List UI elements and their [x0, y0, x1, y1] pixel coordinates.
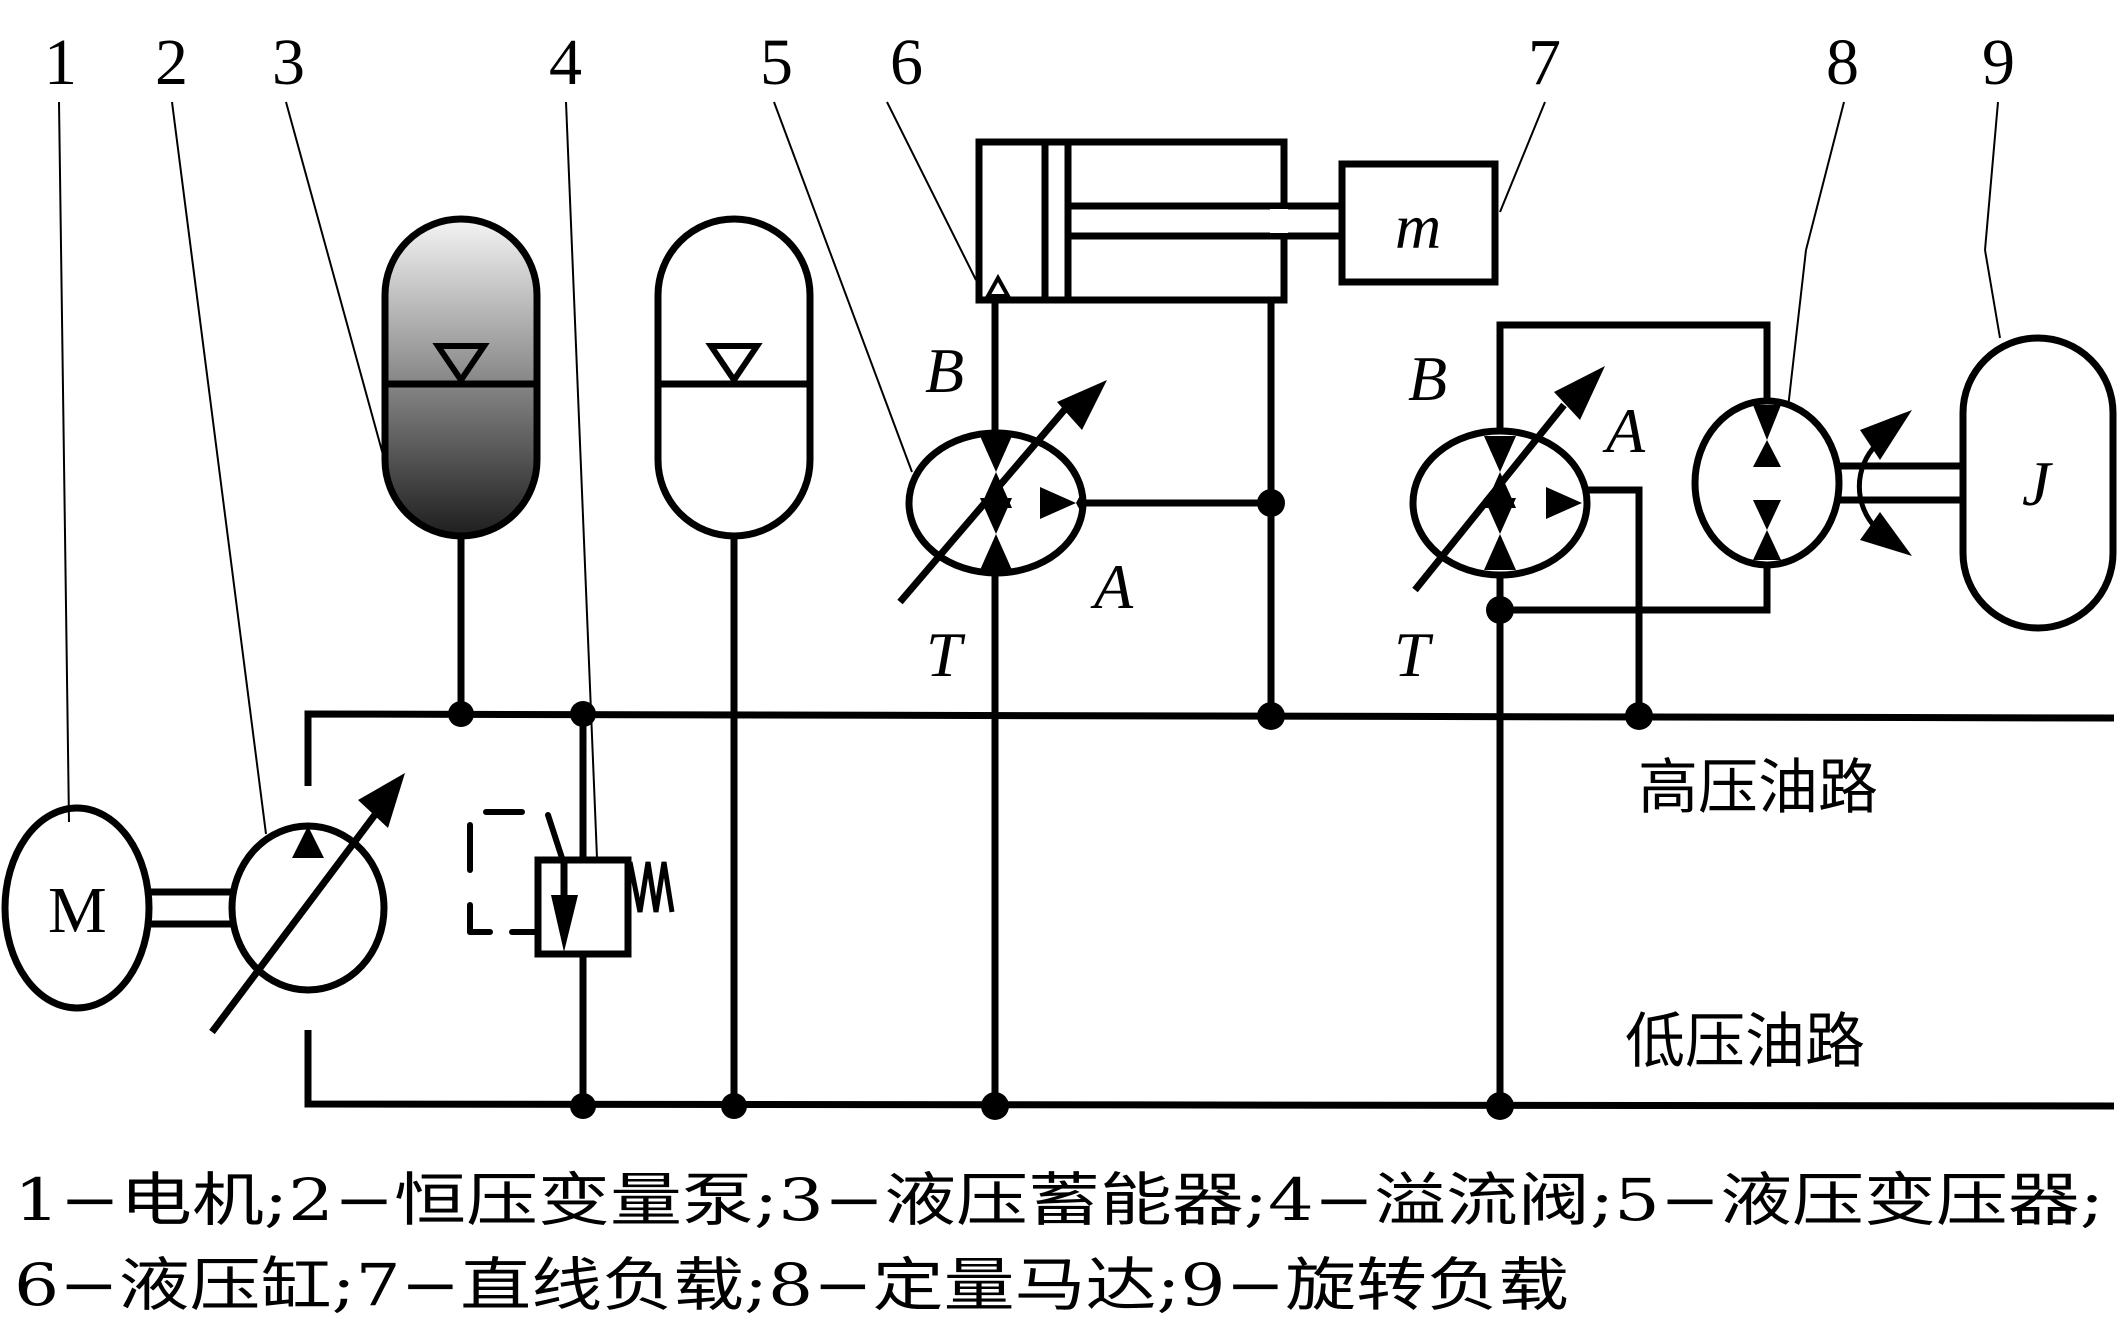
port-A-arrow-icon — [1076, 490, 1083, 516]
callout-1: 1 — [44, 26, 77, 99]
motor-arrow-icon — [1753, 440, 1781, 467]
port-T-arrow-icon — [1484, 498, 1516, 534]
callout-3: 3 — [272, 26, 305, 99]
high-pressure-line — [304, 710, 2115, 786]
leader-line-4 — [565, 101, 598, 859]
leader-lines — [58, 101, 2001, 859]
variable-arrow-shaft — [209, 805, 383, 1035]
port-A-arrow-icon — [1546, 487, 1582, 519]
port-label-A: A — [1602, 395, 1646, 466]
rod-gap — [1270, 209, 1288, 233]
accumulator-tank — [654, 215, 814, 1119]
callout-6: 6 — [890, 26, 923, 99]
port-label-A: A — [1090, 551, 1134, 622]
junction-dot — [570, 701, 596, 727]
leader-line-8-top — [1805, 101, 1845, 251]
motor-arrow-icon — [1753, 405, 1781, 440]
low-pressure-label: 低压油路 — [1625, 1007, 1865, 1077]
port-T-arrow-icon — [1484, 534, 1516, 570]
port-B-arrows-icon — [980, 436, 1012, 508]
pilot-line-dashed — [467, 809, 565, 935]
port-label-B: B — [1408, 343, 1447, 414]
cylinder-body — [975, 138, 1288, 304]
junction-dot — [1257, 489, 1285, 517]
variable-arrow-icon — [1554, 366, 1605, 420]
junction-dot — [1486, 1092, 1514, 1120]
leader-line-7b — [1499, 101, 1546, 213]
leader-line-9-top — [1984, 101, 1999, 251]
variable-arrow-icon — [358, 773, 405, 828]
spring-icon — [627, 861, 675, 913]
port-label-T: T — [926, 619, 966, 690]
linear-load: m — [1338, 160, 1499, 286]
variable-arrow-shaft — [897, 405, 1069, 605]
port-A-arrow-icon — [1040, 487, 1076, 519]
junction-dot — [448, 701, 474, 727]
callout-2: 2 — [155, 26, 188, 99]
inertia-label: J — [2022, 448, 2053, 519]
leader-line-6 — [886, 101, 977, 281]
rotary-load: J — [1959, 334, 2117, 632]
junction-dot — [1257, 702, 1285, 730]
leader-line-3 — [285, 101, 386, 463]
hydraulic-transformer-left: B A T — [897, 300, 1285, 1120]
leader-line-9 — [1984, 249, 2001, 339]
high-pressure-label: 高压油路 — [1638, 753, 1878, 823]
port-T-arrow-icon — [980, 498, 1012, 534]
callout-7: 7 — [1528, 26, 1561, 99]
port-label-B: B — [925, 335, 964, 406]
callout-9: 9 — [1982, 26, 2015, 99]
motor-arrow-icon — [1753, 530, 1781, 560]
motor-circle — [1, 804, 153, 1012]
junction-dot — [570, 1093, 596, 1119]
fluid-level-icon — [705, 343, 763, 386]
port-label-T: T — [1394, 619, 1434, 690]
mass-label: m — [1395, 191, 1441, 262]
valve-arrow-icon — [551, 895, 578, 952]
rotation-arrow-icon — [1860, 410, 1912, 460]
junction-dot — [1625, 702, 1653, 730]
motor-return-pipe — [1500, 606, 1771, 614]
hydraulic-cylinder — [975, 138, 1341, 304]
fluid-level-icon — [432, 343, 490, 386]
junction-dot — [721, 1093, 747, 1119]
mass-box — [1338, 160, 1499, 286]
fixed-motor — [1691, 397, 1963, 610]
relief-valve — [467, 701, 675, 1119]
junction-dot — [981, 1092, 1009, 1120]
leader-line-8 — [1787, 249, 1807, 409]
leader-line-1 — [58, 101, 70, 823]
leader-line-5 — [773, 101, 913, 473]
motor-arrow-icon — [1753, 500, 1781, 530]
hydraulic-transformer-right: B A T — [1394, 321, 1771, 1120]
rotation-arrow-icon — [1860, 512, 1912, 556]
callout-5: 5 — [760, 26, 793, 99]
caption-line-2: 6−液压缸;7−直线负载;8−定量马达;9−旋转负载 — [14, 1251, 1569, 1319]
variable-arrow-icon — [1057, 380, 1107, 430]
pump-arrow-icon — [292, 826, 324, 858]
inertia-body — [1959, 334, 2117, 632]
leader-line-2 — [171, 101, 267, 835]
callout-numbers: 1 2 3 4 5 6 7 8 9 — [44, 26, 2015, 99]
variable-pump — [209, 773, 405, 1035]
port-A-pipe — [1585, 486, 1643, 716]
callout-8: 8 — [1826, 26, 1859, 99]
motor-symbol-label: M — [48, 874, 107, 947]
variable-arrow-shaft — [1412, 402, 1567, 593]
rotation-arc — [1856, 443, 1878, 530]
port-triangle-icon — [984, 273, 1012, 298]
port-T-arrow-icon — [980, 534, 1012, 570]
electric-motor: M — [1, 804, 232, 1012]
accumulator-3 — [381, 215, 541, 727]
callout-4: 4 — [549, 26, 582, 99]
port-B-loop-pipe — [1496, 321, 1771, 433]
caption-line-1: 1−电机;2−恒压变量泵;3−液压蓄能器;4−溢流阀;5−液压变压器; — [14, 1166, 2104, 1234]
valve-body — [534, 856, 632, 958]
